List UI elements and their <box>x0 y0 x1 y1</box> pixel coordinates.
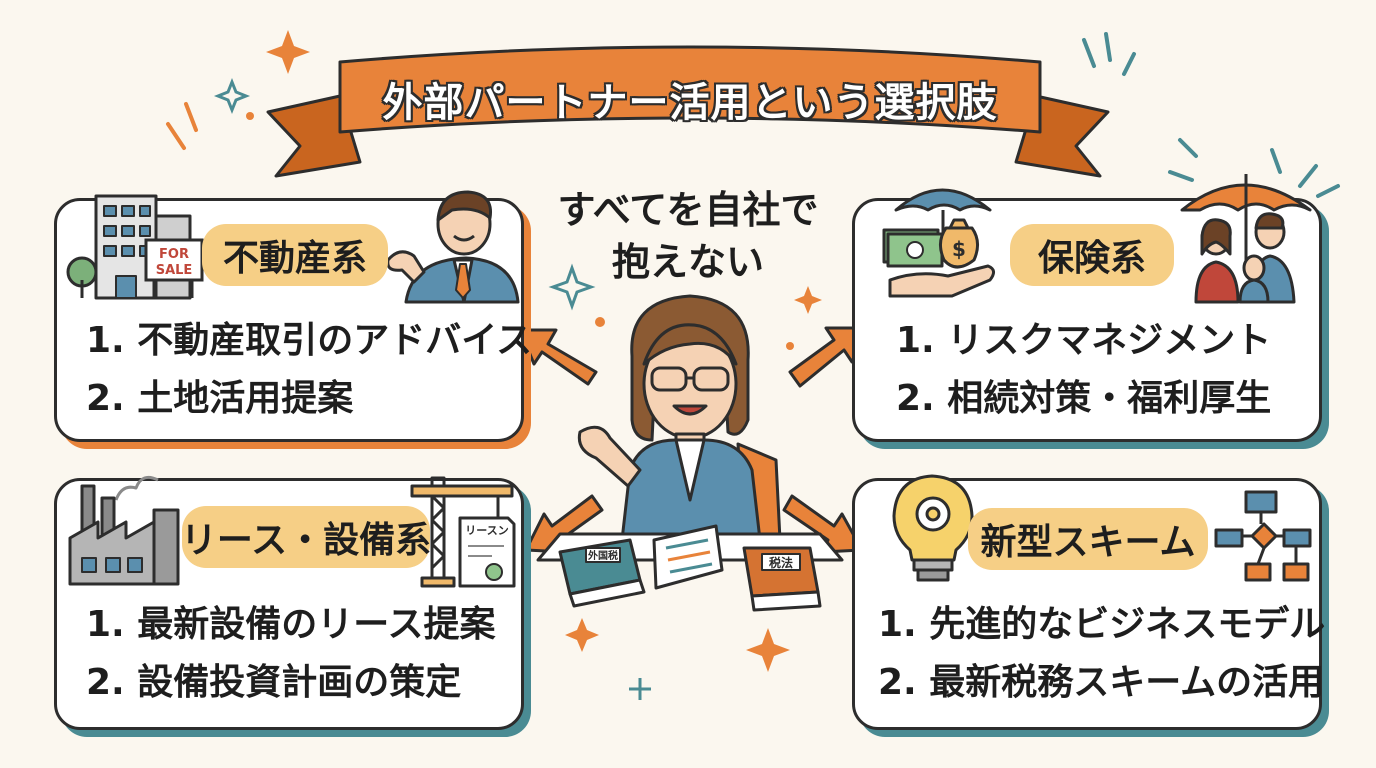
consultant-woman-icon <box>536 294 844 590</box>
book-right-icon <box>742 546 822 612</box>
card-real-estate-illustration: FOR SALE <box>66 190 520 304</box>
lease-document-label: リースン <box>465 524 508 537</box>
card-lease-illustration: リースン <box>68 475 516 588</box>
list-item: 2. 土地活用提案 <box>86 378 354 419</box>
svg-text:$: $ <box>952 237 966 261</box>
businessman-icon <box>386 190 520 304</box>
card-real-estate-title: 不動産系 <box>202 224 388 286</box>
flowchart-icon <box>1214 490 1312 582</box>
lightbulb-gear-icon <box>892 474 974 582</box>
list-item: 1. 最新設備のリース提案 <box>86 604 496 645</box>
for-sale-sign-icon <box>144 238 204 298</box>
family-umbrella-icon <box>1180 174 1312 304</box>
center-message-line-2: 抱えない <box>611 240 764 284</box>
arrow-to-new-scheme <box>782 494 864 554</box>
card-real-estate-list: 1. 不動産取引のアドバイス 2. 土地活用提案 <box>86 312 532 428</box>
sign-text-line-1: FOR <box>159 247 189 262</box>
card-insurance-illustration: $ <box>882 174 1312 304</box>
card-new-scheme-title: 新型スキーム <box>968 508 1208 570</box>
book-right-label: 税法 <box>769 555 793 570</box>
umbrella-money-icon: $ <box>882 188 995 298</box>
title-ribbon <box>266 45 1110 178</box>
sparkle-outline-icon <box>213 77 651 700</box>
card-insurance-list: 1. リスクマネジメント 2. 相続対策・福利厚生 <box>896 312 1271 428</box>
list-item: 2. 設備投資計画の策定 <box>86 662 462 703</box>
card-lease-title: リース・設備系 <box>181 506 431 568</box>
list-item: 1. 先進的なビジネスモデル <box>878 604 1326 645</box>
list-item: 1. リスクマネジメント <box>896 320 1272 361</box>
center-message: すべてを自社で 抱えない <box>540 184 836 288</box>
burst-lines-icon <box>1082 32 1340 198</box>
list-item: 1. 不動産取引のアドバイス <box>86 320 533 361</box>
lease-document-icon <box>458 516 516 588</box>
center-message-line-1: すべてを自社で <box>557 188 819 232</box>
card-new-scheme-list: 1. 先進的なビジネスモデル 2. 最新税務スキームの活用 <box>878 596 1325 712</box>
factory-icon <box>68 475 180 586</box>
sign-text-line-2: SALE <box>156 263 193 278</box>
book-left-icon <box>558 538 646 608</box>
sparkle-icon <box>246 30 822 672</box>
list-item: 2. 相続対策・福利厚生 <box>896 378 1272 419</box>
book-left-label: 外国税 <box>587 549 618 562</box>
arrow-to-real-estate <box>518 328 598 386</box>
page-title: 外部パートナー活用という選択肢 <box>382 80 998 126</box>
card-new-scheme-illustration <box>892 474 1312 582</box>
list-item: 2. 最新税務スキームの活用 <box>878 662 1325 703</box>
card-insurance-title: 保険系 <box>1010 224 1174 286</box>
card-lease-list: 1. 最新設備のリース提案 2. 設備投資計画の策定 <box>86 596 495 712</box>
crane-icon <box>410 476 514 588</box>
